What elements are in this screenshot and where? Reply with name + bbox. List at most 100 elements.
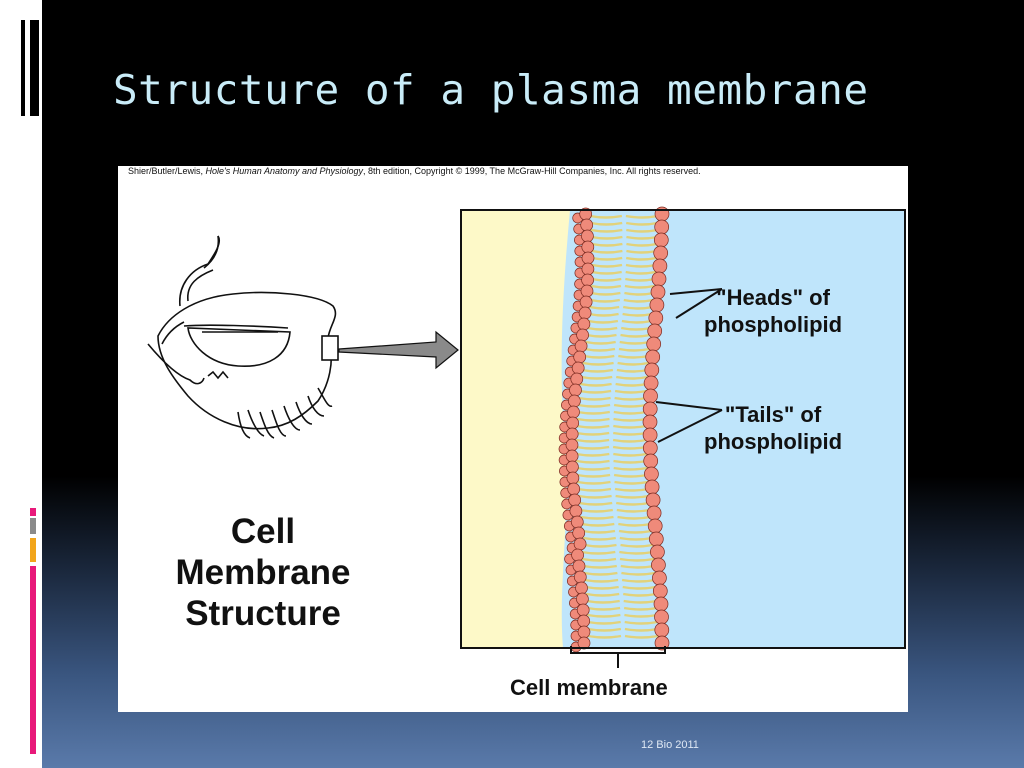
phospholipid-head xyxy=(577,625,591,639)
phospholipid-tail xyxy=(580,515,614,520)
phospholipid-tail xyxy=(613,466,648,471)
phospholipid-tail xyxy=(587,326,618,331)
phospholipid-tail xyxy=(575,452,610,457)
phospholipid-head xyxy=(654,622,670,638)
phospholipid-head xyxy=(565,449,579,463)
phospholipid-tail xyxy=(625,270,656,275)
phospholipid-tail xyxy=(584,543,617,548)
phospholipid-tail xyxy=(590,291,621,296)
phospholipid-tail xyxy=(590,228,623,233)
phospholipid-tail xyxy=(591,242,623,247)
phospholipid-tail xyxy=(618,529,652,534)
phospholipid-tail xyxy=(612,438,647,443)
zoom-box xyxy=(321,335,339,361)
phospholipid-head xyxy=(648,310,664,326)
phospholipid-tail xyxy=(585,340,616,345)
phospholipid-head xyxy=(574,339,588,353)
phospholipid-tail xyxy=(583,571,618,576)
phospholipid-head xyxy=(651,557,666,573)
phospholipid-tail xyxy=(582,564,618,569)
phospholipid-tail xyxy=(623,606,658,611)
phospholipid-head xyxy=(653,596,669,612)
phospholipid-tail xyxy=(582,361,614,366)
phospholipid-tail xyxy=(616,508,651,513)
phospholipid-tail xyxy=(623,298,654,303)
phospholipid-tail xyxy=(584,347,616,352)
phospholipid-tail xyxy=(580,550,616,555)
phospholipid-tail xyxy=(621,571,656,576)
phospholipid-tail xyxy=(588,312,619,317)
phospholipid-tail xyxy=(575,445,610,450)
phospholipid-tail xyxy=(624,634,659,639)
phospholipid-tail xyxy=(625,221,659,226)
phospholipid-head xyxy=(643,375,659,391)
phospholipid-tail xyxy=(579,389,612,394)
phospholipid-tail xyxy=(579,382,612,387)
phospholipid-tail xyxy=(591,263,623,268)
phospholipid-tail xyxy=(617,515,651,520)
phospholipid-head xyxy=(580,218,594,232)
phospholipid-head xyxy=(644,466,659,482)
deco-bar-gray xyxy=(30,518,36,534)
phospholipid-head xyxy=(571,548,584,562)
phospholipid-head xyxy=(646,336,662,352)
phospholipid-tail xyxy=(615,501,650,506)
phospholipid-head xyxy=(567,482,581,496)
deco-bar-1 xyxy=(21,20,25,116)
phospholipid-head xyxy=(576,328,589,342)
phospholipid-head xyxy=(647,323,663,339)
phospholipid-tail xyxy=(591,277,622,282)
phospholipid-tail xyxy=(581,368,614,373)
phospholipid-tail xyxy=(591,256,623,261)
phospholipid-head xyxy=(581,229,594,243)
phospholipid-head xyxy=(648,531,664,547)
phospholipid-head xyxy=(572,559,586,573)
phospholipid-head xyxy=(642,401,658,417)
phospholipid-head xyxy=(654,219,670,235)
phospholipid-head xyxy=(577,317,591,331)
membrane-figure: Shier/Butler/Lewis, Hole's Human Anatomy… xyxy=(118,166,908,712)
phospholipid-tail xyxy=(591,270,622,275)
phospholipid-tail xyxy=(626,242,658,247)
phospholipid-head xyxy=(573,350,587,364)
phospholipid-head xyxy=(643,453,659,469)
phospholipid-head xyxy=(566,416,580,430)
phospholipid-head xyxy=(647,518,663,534)
phospholipid-tail xyxy=(583,536,617,541)
phospholipid-tail xyxy=(579,508,614,513)
phospholipid-tail xyxy=(581,522,615,527)
phospholipid-tail xyxy=(591,284,622,289)
phospholipid-head xyxy=(571,361,585,375)
phospholipid-tail xyxy=(620,543,654,548)
phospholipid-head xyxy=(566,460,579,474)
cell-sketch xyxy=(147,235,337,439)
zoom-arrow xyxy=(338,330,459,370)
lipid-bilayer xyxy=(558,206,670,653)
phospholipid-head xyxy=(579,295,593,309)
phospholipid-head xyxy=(653,245,669,261)
slide-footer: 12 Bio 2011 xyxy=(641,739,699,751)
membrane-bracket xyxy=(570,646,666,668)
phospholipid-tail xyxy=(587,627,622,632)
phospholipid-head xyxy=(645,349,661,365)
phospholipid-tail xyxy=(575,438,610,443)
phospholipid-tail xyxy=(613,424,647,429)
phospholipid-head xyxy=(580,284,594,298)
phospholipid-tail xyxy=(582,529,616,534)
phospholipid-tail xyxy=(587,634,622,639)
phospholipid-tail xyxy=(576,473,611,478)
phospholipid-tail xyxy=(576,424,610,429)
phospholipid-head xyxy=(581,251,595,265)
phospholipid-head xyxy=(654,609,669,625)
phospholipid-tail xyxy=(590,298,621,303)
deco-bar-pink-1 xyxy=(30,20,39,116)
phospholipid-tail xyxy=(576,431,610,436)
phospholipid-head xyxy=(573,537,587,551)
phospholipid-tail xyxy=(586,606,621,611)
phospholipid-head xyxy=(644,479,660,495)
phospholipid-tail xyxy=(613,403,647,408)
slide-title: Structure of a plasma membrane xyxy=(113,66,869,114)
phospholipid-tail xyxy=(578,501,613,506)
